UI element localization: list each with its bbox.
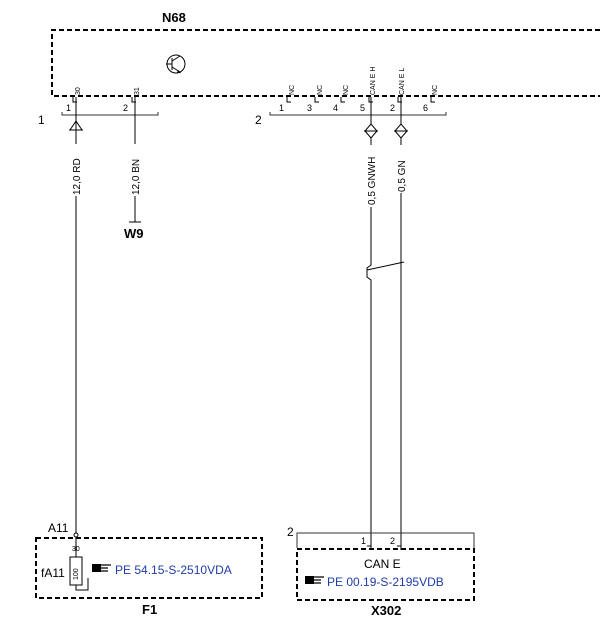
f1-fuse-box: A11 30 100 fA11 PE 54.15-S-2510VDA F1	[35, 521, 263, 617]
wire-rd: 12,0 RD	[69, 97, 83, 534]
pin-number: 3	[307, 103, 312, 113]
pin-name: 30	[75, 87, 82, 95]
pin-number: 1	[279, 103, 284, 113]
pin-name: NC	[343, 85, 350, 95]
pin-number: 1	[66, 103, 71, 113]
f1-ref-link[interactable]: PE 54.15-S-2510VDA	[115, 563, 232, 577]
wire-label-gn: 0,5 GN	[397, 160, 408, 192]
hand-pointer-icon	[305, 576, 324, 584]
connector-2-label: 2	[255, 113, 262, 127]
wire-gn: 0,5 GN	[366, 97, 409, 546]
x302-connector-label: 2	[287, 525, 294, 539]
connector-2-pin-5: 5 CAN E H	[360, 67, 377, 113]
f1-node-label: A11	[48, 521, 69, 535]
connector-1-pin-2: 2 31	[123, 87, 141, 113]
connector-1-label: 1	[38, 113, 45, 127]
connector-bidirectional-icon	[393, 123, 409, 139]
connector-2-pin-1: 1 NC	[279, 85, 296, 113]
connector-bidirectional-icon	[363, 123, 379, 139]
x302-pin-2: 2	[390, 536, 395, 546]
wire-gnwh: 0,5 GNWH	[363, 97, 379, 546]
pin-number: 6	[423, 103, 428, 113]
wire-label-gnwh: 0,5 GNWH	[367, 157, 378, 205]
f1-label: F1	[142, 602, 157, 617]
x302-name: CAN E	[364, 557, 401, 571]
ground-label: W9	[124, 226, 144, 241]
pin-number: 5	[360, 103, 365, 113]
n68-title: N68	[162, 10, 186, 25]
connector-2: 2 1 NC 3 NC 4 NC 5 CAN E H 2 CAN E L 6	[255, 67, 447, 127]
pin-number: 2	[123, 103, 128, 113]
connector-1: 1 1 30 2 31	[38, 87, 159, 127]
connector-2-pin-4: 4 NC	[333, 85, 350, 113]
connector-arrow-icon	[69, 120, 83, 131]
x302-connector: 2 1 2 CAN E PE 00.19-S-2195VDB X302	[287, 525, 475, 618]
connector-2-pin-2: 2 CAN E L	[390, 68, 406, 113]
pin-name: CAN E H	[370, 67, 377, 95]
wire-label-rd: 12,0 RD	[72, 158, 83, 195]
n68-module: N68	[51, 10, 600, 97]
transistor-icon	[166, 54, 186, 74]
pin-name: NC	[317, 85, 324, 95]
pin-number: 4	[333, 103, 338, 113]
x302-pin-1: 1	[361, 536, 366, 546]
hand-pointer-icon	[92, 564, 111, 572]
pin-number: 2	[390, 103, 395, 113]
pin-name: CAN E L	[399, 68, 406, 95]
pin-name: NC	[289, 85, 296, 95]
pin-name: NC	[432, 85, 439, 95]
fuse-name: fA11	[41, 566, 65, 580]
fuse-symbol: 100	[69, 556, 83, 586]
fuse-value: 100	[73, 568, 80, 580]
pin-name: 31	[134, 87, 141, 95]
connector-1-pin-1: 1 30	[66, 87, 82, 113]
wire-bn: 12,0 BN W9	[124, 97, 144, 241]
x302-label: X302	[371, 603, 401, 618]
connector-2-pin-6: 6 NC	[423, 85, 439, 113]
wire-label-bn: 12,0 BN	[131, 159, 142, 195]
connector-2-pin-3: 3 NC	[307, 85, 324, 113]
x302-ref-link[interactable]: PE 00.19-S-2195VDB	[327, 575, 444, 589]
